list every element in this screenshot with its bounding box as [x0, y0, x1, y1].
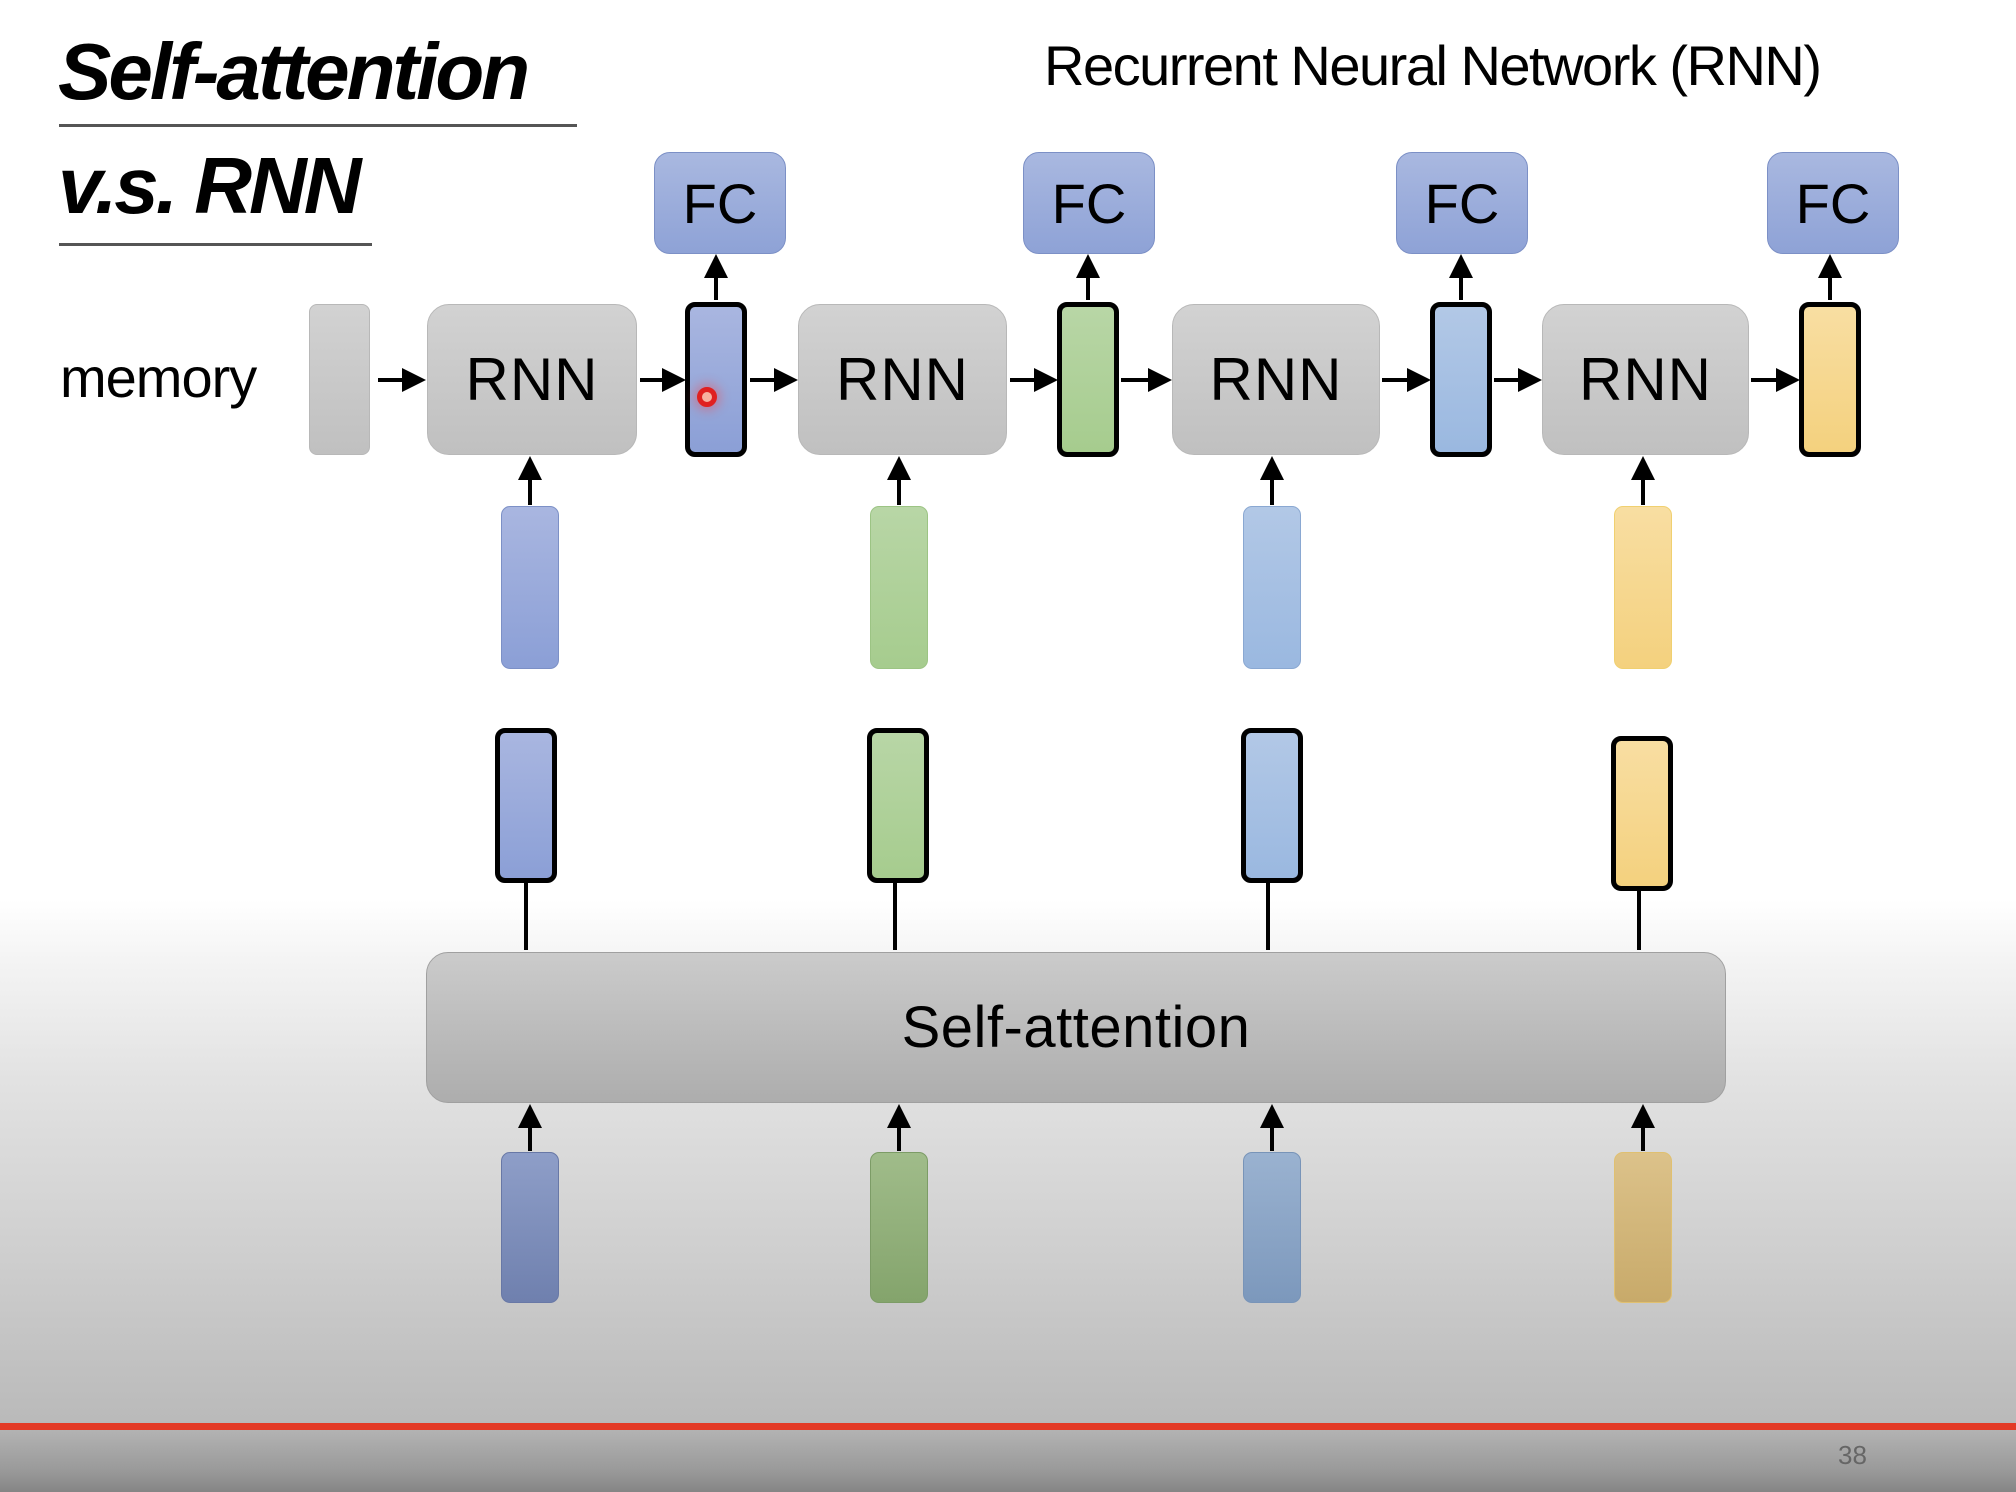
- sa-input-vector-4: [1614, 1152, 1672, 1303]
- memory-vector: [309, 304, 370, 455]
- sa-input-vector-3: [1243, 1152, 1301, 1303]
- sa-output-vector-1: [495, 728, 557, 883]
- rnn-section-heading: Recurrent Neural Network (RNN): [1044, 34, 1822, 97]
- rnn-block-3: RNN: [1172, 304, 1380, 455]
- rnn-input-vector-3: [1243, 506, 1301, 669]
- pointer-cursor-marker: [697, 387, 717, 407]
- title-underline-1: [59, 124, 577, 127]
- rnn-input-vector-1: [501, 506, 559, 669]
- title-underline-2: [59, 243, 372, 246]
- fc-block-2: FC: [1023, 152, 1155, 254]
- rnn-input-vector-4: [1614, 506, 1672, 669]
- self-attention-block: Self-attention: [426, 952, 1726, 1103]
- sa-output-vector-4: [1611, 736, 1673, 891]
- page-number: 38: [1838, 1440, 1867, 1470]
- rnn-block-1: RNN: [427, 304, 637, 455]
- rnn-block-2: RNN: [798, 304, 1007, 455]
- fc-block-3: FC: [1396, 152, 1528, 254]
- sa-output-vector-3: [1241, 728, 1303, 883]
- slide-title-line1: Self-attention: [58, 27, 530, 116]
- slide-title-line2: v.s. RNN: [58, 141, 362, 230]
- footer-accent-line: [0, 1423, 2016, 1430]
- rnn-output-vector-4: [1799, 302, 1861, 457]
- sa-output-vector-2: [867, 728, 929, 883]
- memory-label: memory: [60, 346, 257, 409]
- rnn-output-vector-3: [1430, 302, 1492, 457]
- rnn-output-vector-2: [1057, 302, 1119, 457]
- fc-block-4: FC: [1767, 152, 1899, 254]
- rnn-input-vector-2: [870, 506, 928, 669]
- rnn-block-4: RNN: [1542, 304, 1749, 455]
- sa-input-vector-1: [501, 1152, 559, 1303]
- rnn-output-vector-1: [685, 302, 747, 457]
- fc-block-1: FC: [654, 152, 786, 254]
- sa-input-vector-2: [870, 1152, 928, 1303]
